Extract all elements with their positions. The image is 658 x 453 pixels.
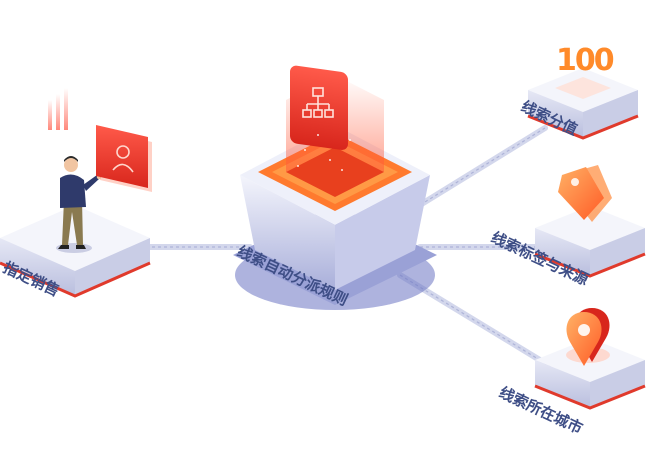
score-100-icon: 100: [556, 43, 616, 78]
tag-icon: [558, 165, 612, 222]
left-platform: [0, 88, 152, 298]
location-pin-icon: [566, 308, 610, 366]
city-platform: [534, 308, 646, 410]
tag-platform: [534, 165, 646, 278]
network-icon: [290, 65, 351, 171]
score-platform: 100: [527, 43, 639, 140]
svg-text:100: 100: [556, 43, 614, 78]
person-icon: [56, 156, 102, 253]
light-bars: [48, 88, 68, 130]
user-card-icon: [96, 125, 152, 192]
center-platform: [233, 65, 437, 310]
